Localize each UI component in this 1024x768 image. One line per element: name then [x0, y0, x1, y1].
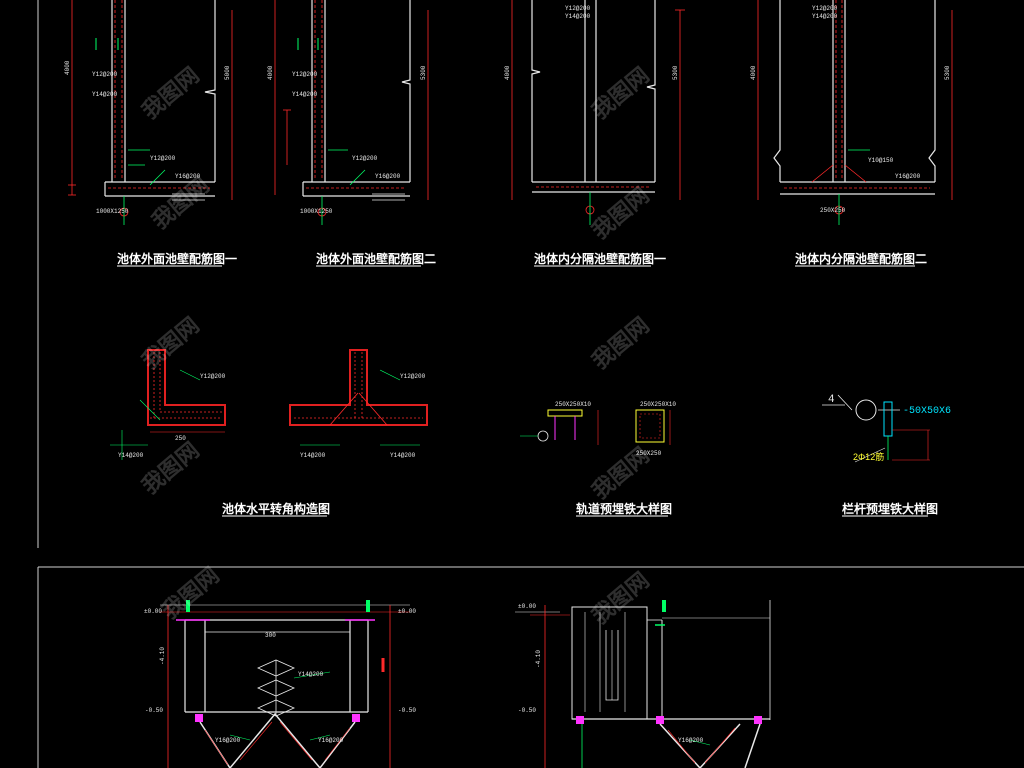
corner-dim-1: 250	[175, 435, 186, 442]
dim-height-2: 4000	[267, 65, 274, 80]
section-note-2: Y16@200	[215, 737, 241, 744]
rebar-note-4c: Y10@150	[868, 157, 894, 164]
rail-note-2: 250X250X10	[640, 401, 676, 408]
title-wall-outer-2: 池体外面池壁配筋图二	[316, 251, 436, 266]
section-note-3: Y16@200	[318, 737, 344, 744]
title-railing: 栏杆预埋铁大样图	[842, 501, 938, 516]
title-wall-outer-1: 池体外面池壁配筋图一	[117, 251, 237, 266]
dim-height-3: 4000	[504, 65, 511, 80]
watermark-9: 我图网	[158, 563, 225, 625]
section-note-4: 300	[265, 632, 276, 639]
watermark-5: 我图网	[138, 313, 205, 375]
rebar-note-1c: Y12@200	[150, 155, 176, 162]
title-rail: 轨道预埋铁大样图	[576, 501, 672, 516]
corner-note-5: Y12@200	[400, 373, 426, 380]
anchor-note: 2Φ12筋	[853, 451, 884, 462]
rebar-note-1d: Y16@200	[175, 173, 201, 180]
dim-height-2b: 5300	[420, 65, 427, 80]
rebar-note-4d: Y16@200	[895, 173, 921, 180]
base-note-1: 1000X1250	[96, 208, 129, 215]
corner-note-3: Y14@200	[300, 452, 326, 459]
angle-spec: -50X50X6	[903, 406, 951, 417]
dim-height-4: 4000	[750, 65, 757, 80]
level-top-r2: ±0.00	[518, 603, 536, 610]
dim-height-1b: 5000	[224, 65, 231, 80]
rebar-note-3b: Y14@200	[565, 13, 591, 20]
corner-note-1: Y12@200	[200, 373, 226, 380]
tank-section-right: ±0.00 -0.50 -4.10 Y16@200	[515, 600, 771, 768]
wall-detail-inner-1: 4000 5300 Y12@200 Y14@200	[504, 0, 685, 225]
level-depth-r2: -4.10	[535, 650, 542, 668]
callout-number: 4	[828, 394, 835, 406]
railing-embed-detail: 4 -50X50X6 2Φ12筋	[822, 394, 951, 463]
rail-note-3: 250X250	[636, 450, 662, 457]
rebar-note-3a: Y12@200	[565, 5, 591, 12]
rebar-note-2a: Y12@200	[292, 71, 318, 78]
level-mid-left: -0.50	[145, 707, 163, 714]
rebar-note-4b: Y14@200	[812, 13, 838, 20]
rebar-note-4a: Y12@200	[812, 5, 838, 12]
rail-note-1: 250X250X10	[555, 401, 591, 408]
dim-height-3b: 5300	[672, 65, 679, 80]
watermark-1: 我图网	[138, 63, 205, 125]
watermark-8: 我图网	[588, 443, 655, 505]
watermark-6: 我图网	[588, 313, 655, 375]
level-depth: -4.10	[159, 647, 166, 665]
dim-height-1: 4000	[64, 60, 71, 75]
wall-detail-outer-1: 4000 5000 Y12@200 Y14@200 Y12@200 Y16@20…	[64, 0, 233, 225]
level-mid-r2: -0.50	[518, 707, 536, 714]
corner-detail: 250 Y12@200 Y14@200 Y14@200 Y14@200 Y12@…	[110, 349, 428, 460]
base-note-4: 250X250	[820, 207, 846, 214]
section-note-1: Y14@200	[298, 671, 324, 678]
section-note-r1: Y16@200	[678, 737, 704, 744]
base-note-2: 1000X1250	[300, 208, 333, 215]
title-wall-inner-1: 池体内分隔池壁配筋图一	[534, 251, 666, 266]
rebar-note-2d: Y16@200	[375, 173, 401, 180]
level-top-right: ±0.00	[398, 608, 416, 615]
level-top-left: ±0.00	[144, 608, 162, 615]
watermark-2: 我图网	[588, 63, 655, 125]
watermark-7: 我图网	[138, 438, 205, 500]
tank-section-left: ±0.00 -0.50 ±0.00 -0.50 -4.10 Y14@200 Y1…	[144, 600, 416, 768]
rebar-note-1a: Y12@200	[92, 71, 118, 78]
dim-height-4b: 5300	[944, 65, 951, 80]
corner-note-2: Y14@200	[118, 452, 144, 459]
watermark-10: 我图网	[588, 568, 655, 630]
corner-note-4: Y14@200	[390, 452, 416, 459]
wall-detail-inner-2: 4000 5300 Y12@200 Y14@200 Y10@150 Y16@20…	[750, 0, 953, 225]
wall-detail-outer-2: 4000 5300 Y12@200 Y14@200 Y12@200 Y16@20…	[267, 0, 429, 225]
rebar-note-2b: Y14@200	[292, 91, 318, 98]
title-wall-inner-2: 池体内分隔池壁配筋图二	[795, 251, 927, 266]
title-corner: 池体水平转角构造图	[222, 501, 330, 516]
level-mid-right: -0.50	[398, 707, 416, 714]
rebar-note-1b: Y14@200	[92, 91, 118, 98]
rail-embed-detail: 250X250X10 250X250X10 250X250	[520, 401, 676, 457]
rebar-note-2c: Y12@200	[352, 155, 378, 162]
